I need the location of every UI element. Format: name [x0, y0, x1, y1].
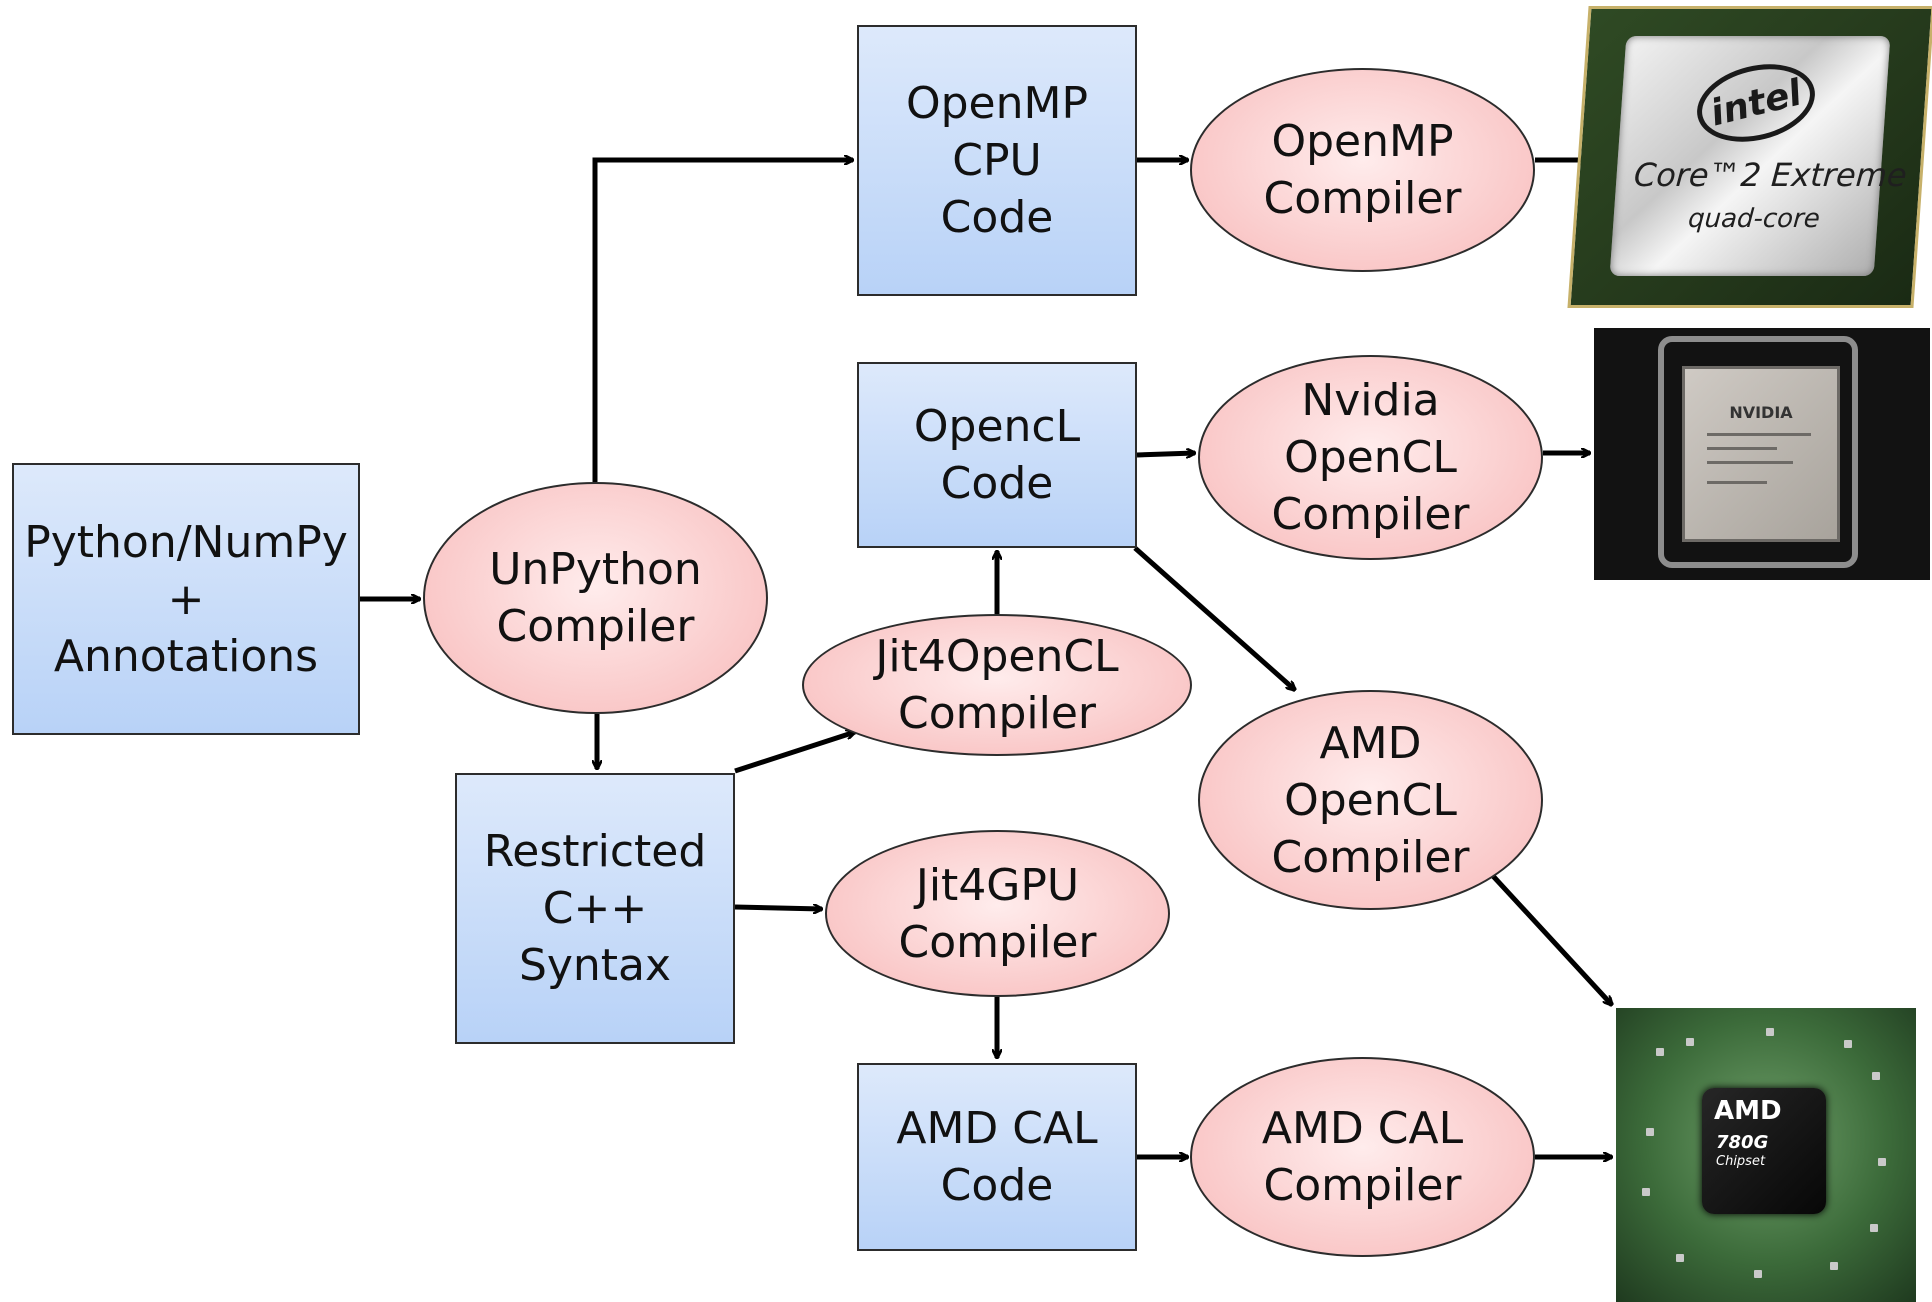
- jit4opencl-line1: Jit4OpenCL: [875, 631, 1119, 682]
- arrow-opencl-code-to-nvidia-compiler: [1136, 453, 1195, 455]
- amd-chip-label: Chipset: [1716, 1154, 1766, 1169]
- openmp-compiler-ellipse: OpenMP Compiler: [1190, 68, 1535, 272]
- restricted-line2: C++: [542, 883, 648, 934]
- opencl-code-line1: OpencL: [913, 401, 1081, 452]
- amd-chip-model: 780G: [1716, 1132, 1769, 1153]
- amd-board-component: [1646, 1128, 1654, 1136]
- jit4gpu-compiler-ellipse: Jit4GPU Compiler: [825, 830, 1170, 997]
- nvidia-compiler-line2: OpenCL: [1284, 432, 1457, 483]
- restricted-cpp-box: Restricted C++ Syntax: [455, 773, 735, 1044]
- restricted-line1: Restricted: [483, 826, 707, 877]
- amd-cal-compiler-line2: Compiler: [1263, 1160, 1462, 1211]
- jit4gpu-line1: Jit4GPU: [915, 859, 1080, 911]
- amd-board-component: [1754, 1270, 1762, 1278]
- nvidia-opencl-compiler-ellipse: Nvidia OpenCL Compiler: [1198, 355, 1543, 560]
- python-numpy-annotations: Annotations: [53, 630, 319, 682]
- nvidia-die-marking: [1707, 481, 1767, 484]
- openmp-code-line1: OpenMP: [905, 78, 1088, 129]
- nvidia-chip-bracket: [1658, 336, 1858, 568]
- openmp-cpu-code-box: OpenMP CPU Code: [857, 25, 1137, 296]
- unpython-line2: Compiler: [496, 601, 695, 652]
- nvidia-chip-die: NVIDIA: [1682, 366, 1840, 542]
- nvidia-compiler-line1: Nvidia: [1301, 375, 1440, 426]
- amd-logo: AMD: [1714, 1096, 1782, 1126]
- amd-chip-core: AMD 780G Chipset: [1702, 1088, 1826, 1214]
- amd-cal-compiler-ellipse: AMD CAL Compiler: [1190, 1057, 1535, 1257]
- amd-board-component: [1878, 1158, 1886, 1166]
- amd-opencl-line1: AMD: [1319, 717, 1422, 769]
- nvidia-logo: NVIDIA: [1729, 403, 1793, 422]
- amd-board-component: [1766, 1028, 1774, 1036]
- jit4opencl-compiler-ellipse: Jit4OpenCL Compiler: [802, 614, 1192, 756]
- amd-board-component: [1872, 1072, 1880, 1080]
- amd-board-component: [1656, 1048, 1664, 1056]
- nvidia-die-marking: [1707, 433, 1811, 436]
- nvidia-die-marking: [1707, 461, 1793, 464]
- amd-board-component: [1830, 1262, 1838, 1270]
- intel-chip-model: Core™2 Extreme: [1632, 156, 1909, 194]
- opencl-code-box: OpencL Code: [857, 362, 1137, 548]
- restricted-line3: Syntax: [518, 940, 672, 991]
- nvidia-gpu-chip-image: NVIDIA: [1594, 328, 1930, 580]
- openmp-code-line3: Code: [940, 192, 1054, 243]
- amd-opencl-line3: Compiler: [1271, 831, 1470, 883]
- intel-core2-chip-image: intel Core™2 Extreme quad-core: [1567, 6, 1932, 308]
- amd-cal-code-line1: AMD CAL: [896, 1103, 1098, 1154]
- arrow-opencl-code-to-amd-opencl: [1133, 546, 1295, 690]
- amd-board-component: [1870, 1224, 1878, 1232]
- python-numpy-plus: +: [167, 573, 205, 625]
- intel-chip-subtitle: quad-core: [1687, 204, 1821, 234]
- amd-cal-code-box: AMD CAL Code: [857, 1063, 1137, 1251]
- amd-board-component: [1844, 1040, 1852, 1048]
- python-numpy-label: Python/NumPy: [24, 516, 348, 568]
- unpython-line1: UnPython: [489, 544, 702, 595]
- unpython-compiler-ellipse: UnPython Compiler: [423, 482, 768, 714]
- openmp-compiler-line1: OpenMP: [1271, 116, 1454, 167]
- nvidia-die-marking: [1707, 447, 1777, 450]
- arrow-restricted-to-jit4gpu: [734, 907, 822, 909]
- arrow-amd-opencl-to-amd-chip: [1491, 874, 1612, 1005]
- amd-cal-compiler-line1: AMD CAL: [1261, 1103, 1464, 1154]
- arrow-restricted-to-jit4opencl: [734, 732, 855, 774]
- amd-opencl-compiler-ellipse: AMD OpenCL Compiler: [1198, 690, 1543, 910]
- python-numpy-box: Python/NumPy + Annotations: [12, 463, 360, 735]
- amd-cal-code-line2: Code: [940, 1160, 1054, 1211]
- jit4gpu-line2: Compiler: [898, 916, 1097, 968]
- amd-board-component: [1676, 1254, 1684, 1262]
- arrow-unpython-to-openmp-code: [592, 160, 853, 482]
- openmp-compiler-line2: Compiler: [1263, 173, 1462, 224]
- amd-board-component: [1642, 1188, 1650, 1196]
- nvidia-compiler-line3: Compiler: [1271, 489, 1470, 540]
- amd-780g-chip-image: AMD 780G Chipset: [1616, 1008, 1916, 1302]
- opencl-code-line2: Code: [940, 458, 1054, 509]
- jit4opencl-line2: Compiler: [897, 688, 1097, 739]
- amd-board-component: [1686, 1038, 1694, 1046]
- amd-opencl-line2: OpenCL: [1284, 774, 1457, 826]
- openmp-code-line2: CPU: [952, 135, 1042, 186]
